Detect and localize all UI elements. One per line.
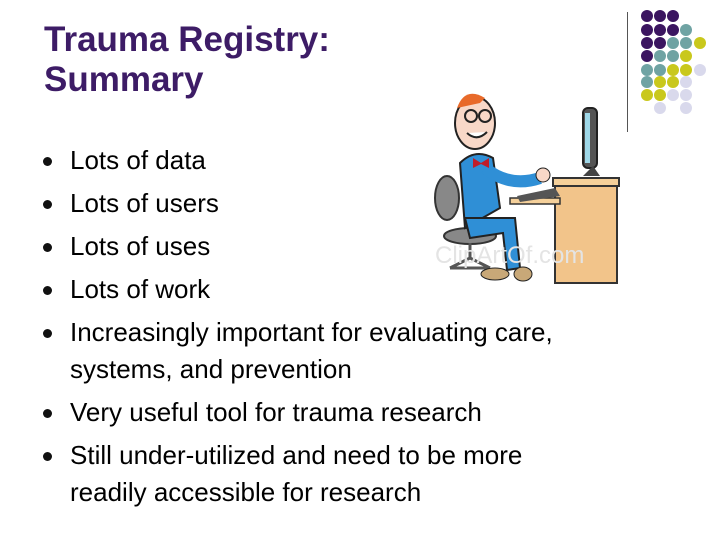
title-line-2: Summary <box>44 60 204 99</box>
decorative-dot <box>667 37 679 49</box>
decorative-dot <box>667 76 679 88</box>
decorative-dot <box>680 24 692 36</box>
decorative-dot <box>654 89 666 101</box>
decorative-dot <box>694 64 706 76</box>
bullet-item: Lots of uses <box>40 228 680 265</box>
bullet-item: Very useful tool for trauma research <box>40 394 680 431</box>
decorative-dot <box>641 50 653 62</box>
bullet-item: Lots of work <box>40 271 680 308</box>
decorative-dot <box>641 24 653 36</box>
decorative-dot <box>654 50 666 62</box>
decorative-divider <box>627 12 628 132</box>
bullet-list: Lots of data Lots of users Lots of uses … <box>40 142 680 517</box>
bullet-item: Lots of data <box>40 142 680 179</box>
decorative-dot <box>641 37 653 49</box>
decorative-dot <box>654 102 666 114</box>
decorative-dot <box>667 50 679 62</box>
decorative-dot <box>680 102 692 114</box>
decorative-dot <box>667 64 679 76</box>
watermark: ClipArtOf.com <box>435 242 584 269</box>
decorative-dot <box>667 89 679 101</box>
decorative-dot <box>680 76 692 88</box>
decorative-dot <box>641 76 653 88</box>
decorative-dot <box>654 76 666 88</box>
decorative-dot <box>680 64 692 76</box>
title-line-1: Trauma Registry: <box>44 20 330 59</box>
decorative-dot <box>641 10 653 22</box>
bullet-item: Still under-utilized and need to be more… <box>40 437 600 511</box>
bullet-item: Lots of users <box>40 185 680 222</box>
decorative-dot <box>641 89 653 101</box>
decorative-dot <box>641 64 653 76</box>
decorative-dot <box>694 37 706 49</box>
decorative-dot <box>654 10 666 22</box>
decorative-dot <box>680 50 692 62</box>
bullet-item: Increasingly important for evaluating ca… <box>40 314 630 388</box>
slide-title: Trauma Registry: Summary <box>44 20 330 100</box>
decorative-dot <box>654 64 666 76</box>
decorative-dot <box>654 37 666 49</box>
man-at-computer-illustration: ClipArtOf.com <box>434 93 620 284</box>
decorative-dot <box>667 10 679 22</box>
decorative-dot <box>667 24 679 36</box>
decorative-dot <box>680 37 692 49</box>
decorative-dot <box>680 89 692 101</box>
decorative-dot <box>654 24 666 36</box>
